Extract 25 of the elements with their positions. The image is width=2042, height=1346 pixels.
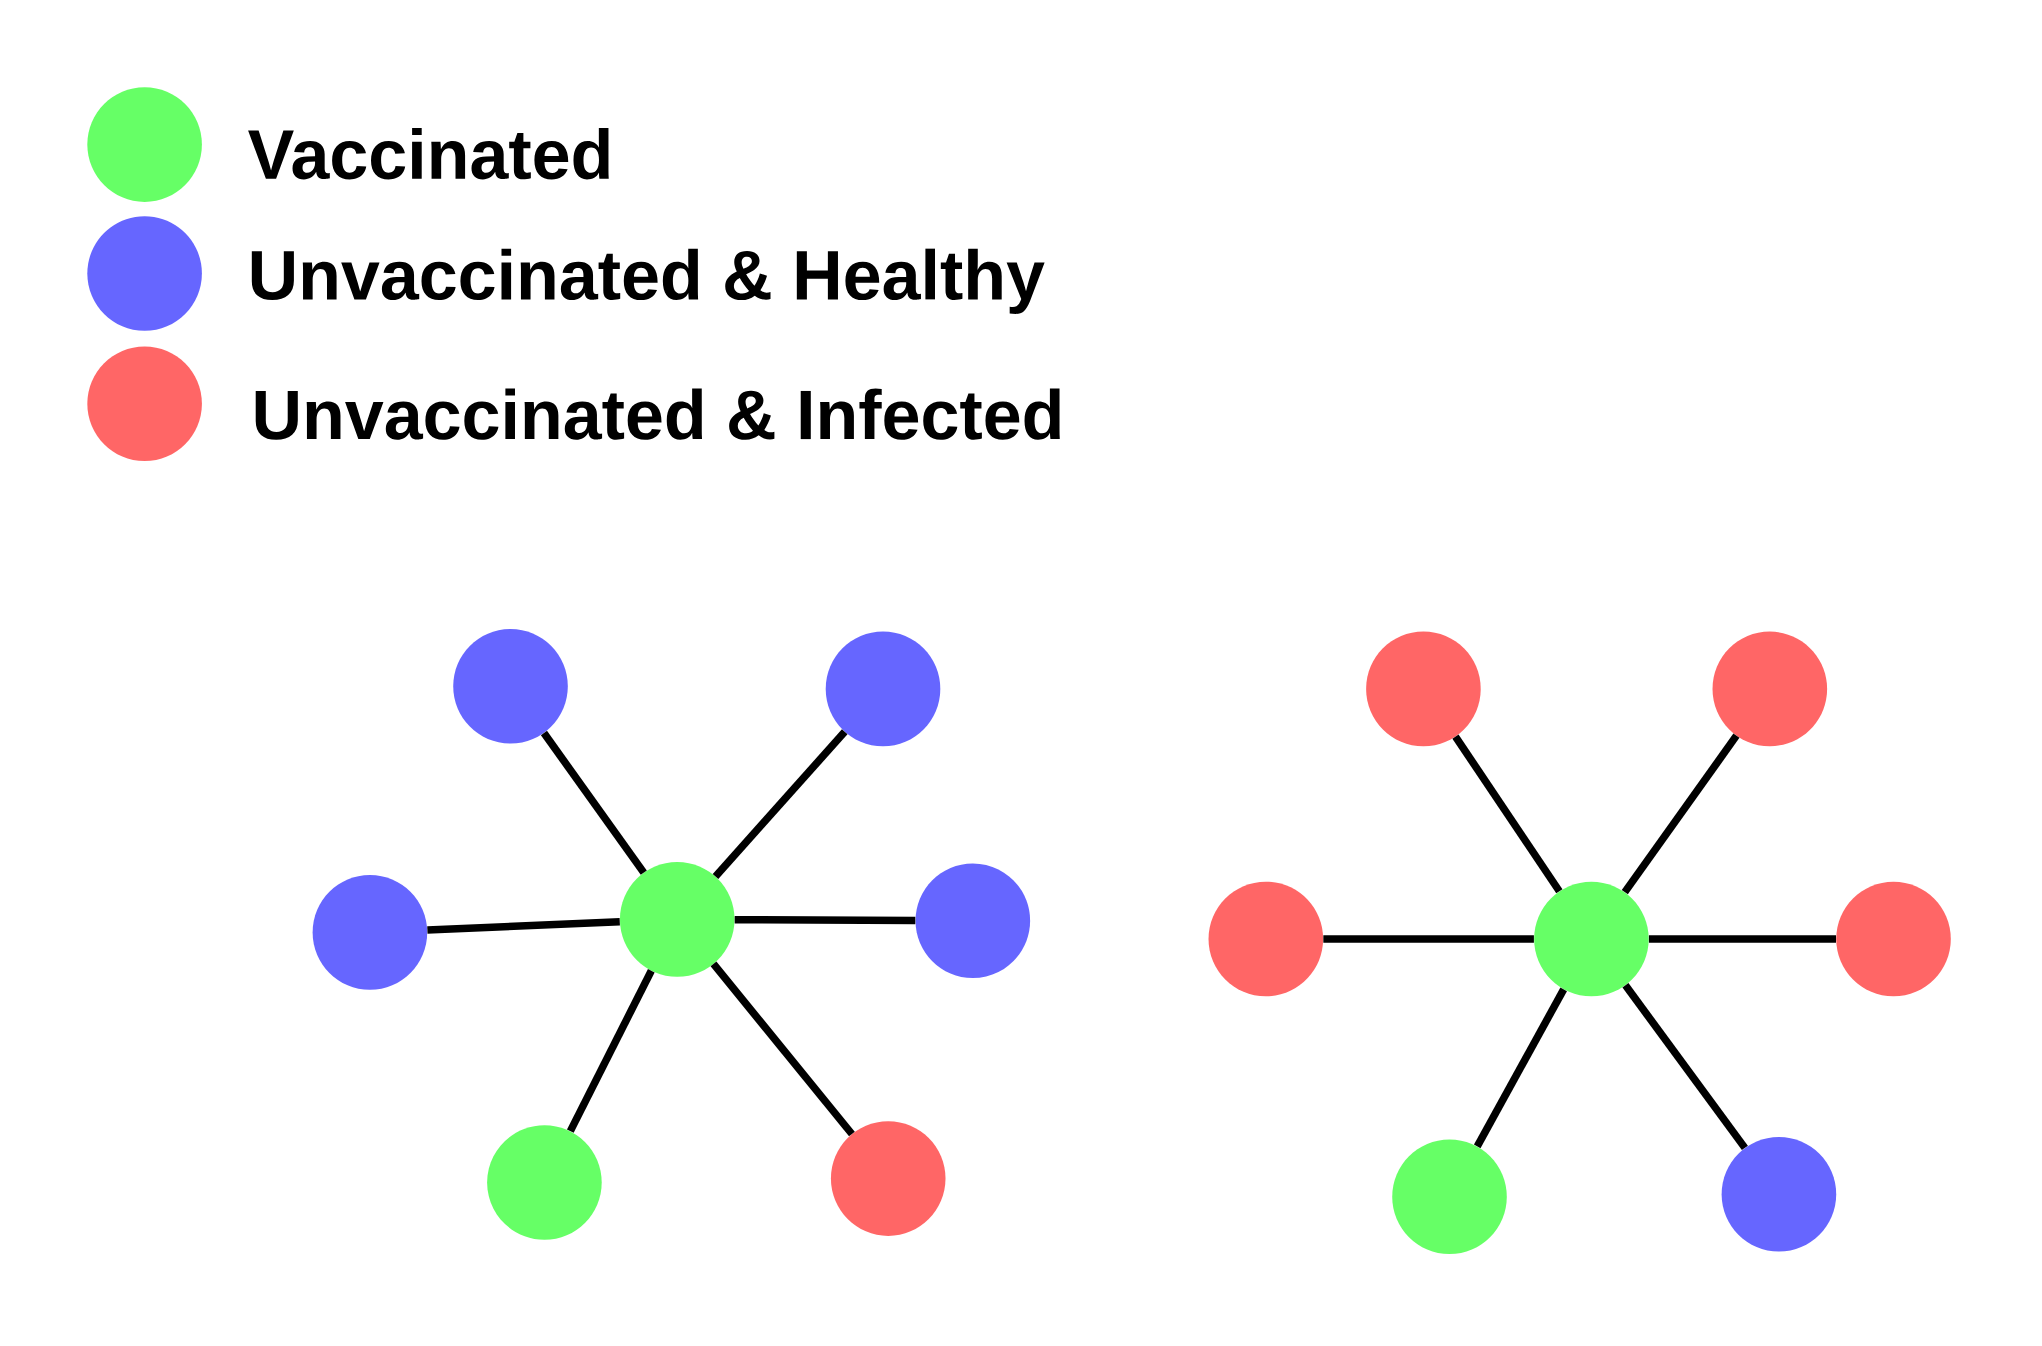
connector-line bbox=[1473, 987, 1567, 1149]
circle-node bbox=[1366, 631, 1481, 747]
circle-node bbox=[1392, 1139, 1507, 1255]
circle-node bbox=[312, 875, 428, 990]
connector-line bbox=[710, 961, 855, 1137]
connector-line bbox=[566, 969, 655, 1133]
legend-label: Unvaccinated & Healthy bbox=[251, 248, 1045, 314]
circle-node bbox=[915, 863, 1031, 978]
connector-line bbox=[540, 730, 647, 875]
circle-node bbox=[453, 629, 568, 744]
legend-label: Unvaccinated & Infected bbox=[255, 388, 1060, 440]
circle-node bbox=[619, 862, 735, 977]
connector-line bbox=[712, 729, 848, 879]
circle-node bbox=[1712, 631, 1828, 747]
circle-node bbox=[830, 1121, 946, 1236]
connector-line bbox=[1452, 734, 1563, 894]
circle-node bbox=[825, 631, 941, 747]
circle-node bbox=[1534, 881, 1649, 997]
connector-line bbox=[1622, 983, 1748, 1151]
legend-label: Vaccinated bbox=[248, 128, 609, 180]
connector-line bbox=[1621, 733, 1740, 895]
circle-node bbox=[1836, 881, 1951, 997]
circle-node bbox=[1721, 1136, 1837, 1252]
circle-node bbox=[487, 1125, 602, 1240]
circle-node bbox=[1208, 881, 1324, 997]
